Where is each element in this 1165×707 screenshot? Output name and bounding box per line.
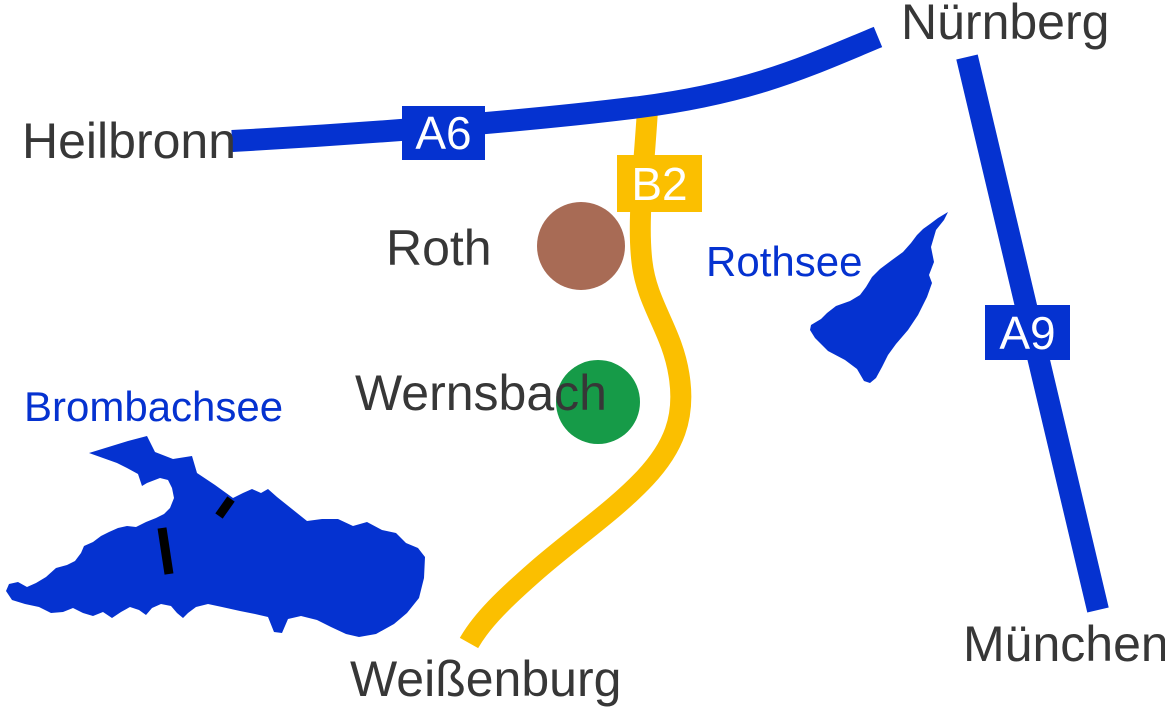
- city-label-heilbronn: Heilbronn: [22, 113, 237, 169]
- road-badge-a9-text: A9: [999, 306, 1056, 359]
- wernsbach-town-marker: [556, 360, 640, 444]
- lake-brombachsee-shape: [6, 436, 425, 637]
- city-label-weissenburg: Weißenburg: [350, 651, 622, 707]
- city-label-muenchen: München: [963, 616, 1165, 672]
- road-b2-line: [459, 101, 692, 649]
- city-label-nuernberg: Nürnberg: [901, 0, 1110, 50]
- lake-label-rothsee: Rothsee: [706, 238, 863, 285]
- brombachsee-dam-marker-1: [215, 496, 235, 519]
- road-badge-a9: A9: [985, 305, 1070, 360]
- road-badge-b2-text: B2: [631, 157, 688, 210]
- roth-town-marker: [537, 202, 625, 290]
- road-a6-line: [231, 26, 883, 152]
- brombachsee-dam-marker-2: [157, 527, 174, 575]
- city-label-roth: Roth: [386, 220, 492, 276]
- road-badge-a6-text: A6: [415, 107, 472, 159]
- lake-label-brombachsee: Brombachsee: [24, 383, 284, 430]
- lake-rothsee-shape: [810, 212, 948, 383]
- road-badge-b2: B2: [617, 155, 702, 212]
- road-badge-a6: A6: [402, 106, 485, 160]
- city-label-wernsbach: Wernsbach: [355, 365, 607, 421]
